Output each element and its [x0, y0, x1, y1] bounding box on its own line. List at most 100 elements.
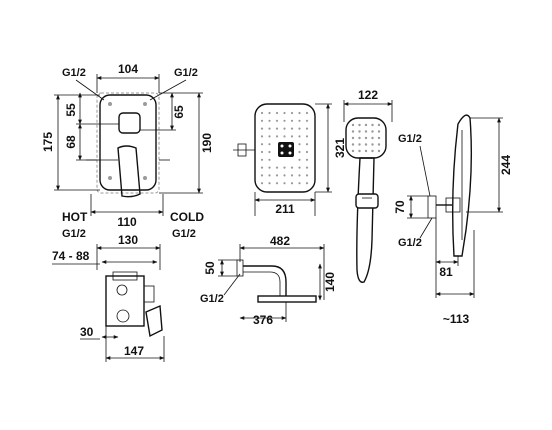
nozzle-dot: [275, 111, 279, 115]
nozzle-dot: [275, 166, 279, 169]
valve-mark: [108, 176, 112, 180]
cover-plate: [99, 94, 157, 191]
hand-nozzle-dot: [358, 130, 361, 133]
nozzle-dot: [298, 150, 301, 154]
hand-shower-handle: [356, 157, 375, 283]
nozzle-dot: [298, 111, 301, 115]
nozzle-dot: [268, 158, 271, 161]
hand-shower-view: 122: [343, 88, 393, 283]
hot-thread: G1/2: [62, 228, 86, 240]
dim-376: 376: [253, 313, 273, 327]
shower-head-center: [278, 142, 294, 157]
box-flange: [112, 271, 138, 281]
nozzle-dot: [305, 111, 309, 115]
hand-nozzle-dot: [377, 143, 381, 146]
valve-mark: [143, 176, 147, 180]
hand-nozzle-dot: [351, 130, 355, 133]
valve-mark: [143, 102, 147, 106]
nozzle-dot: [283, 111, 286, 115]
dim-113: ~113: [443, 312, 470, 326]
hand-nozzle-dot: [371, 149, 374, 153]
nozzle-dot: [298, 182, 301, 185]
nozzle-dot: [260, 135, 264, 138]
nozzle-dot: [290, 135, 294, 138]
dim-50: 50: [203, 261, 217, 275]
concealed-box-view: 130 74 - 88 30 147: [52, 233, 165, 362]
nozzle-dot: [275, 174, 279, 177]
dim-thread-right: G1/2: [174, 67, 198, 79]
dim-122: 122: [358, 88, 378, 102]
dim-70: 70: [393, 200, 407, 214]
dim-190: 190: [200, 133, 214, 153]
dim-211: 211: [275, 202, 295, 216]
nozzle-dot: [275, 182, 279, 185]
hand-nozzle-dot: [377, 130, 381, 133]
shower-arm-thread: G1/2: [200, 293, 224, 305]
nozzle-dot: [260, 166, 264, 169]
nozzle-dot: [290, 174, 294, 177]
dim-65: 65: [172, 105, 186, 119]
nozzle-dot: [305, 158, 309, 161]
holder-thread-bottom: G1/2: [398, 237, 422, 249]
nozzle-dot: [275, 127, 279, 130]
hand-nozzle-dot: [371, 130, 374, 133]
hand-nozzle-dot: [377, 123, 381, 127]
diverter-knob: [118, 112, 141, 134]
nozzle-dot: [268, 119, 271, 122]
nozzle-dot: [305, 174, 309, 177]
dim-104: 104: [118, 62, 138, 76]
nozzle-dot: [290, 166, 294, 169]
hot-label: HOT: [62, 210, 88, 224]
cold-label: COLD: [170, 210, 204, 224]
nozzle-dot: [268, 174, 271, 177]
dim-321: 321: [333, 138, 347, 158]
hand-nozzle-dot: [358, 143, 361, 146]
dim-55: 55: [64, 103, 78, 117]
box-lever: [145, 304, 163, 338]
nozzle-dot: [283, 166, 286, 169]
shower-arm: [243, 265, 287, 296]
nozzle-dot: [298, 174, 301, 177]
dim-74-88: 74 - 88: [52, 249, 90, 263]
hand-nozzle-dot: [371, 136, 374, 140]
nozzle-dot: [268, 166, 271, 169]
nozzle-dot: [283, 127, 286, 130]
nozzle-dot: [260, 127, 264, 130]
shower-nozzles: [260, 111, 309, 185]
hand-nozzle-dot: [364, 149, 368, 153]
cold-thread: G1/2: [172, 228, 196, 240]
nozzle-dot: [290, 119, 294, 122]
dim-140: 140: [323, 272, 337, 292]
hand-nozzle-dot: [358, 136, 361, 140]
nozzle-dot: [268, 127, 271, 130]
nozzle-dot: [268, 135, 271, 138]
dim-81: 81: [439, 265, 453, 279]
holder-thread-top: G1/2: [398, 133, 422, 145]
hand-nozzle-dot: [351, 149, 355, 153]
nozzle-dot: [305, 127, 309, 130]
nozzle-dot: [260, 150, 264, 154]
box-body: [105, 275, 145, 327]
nozzle-dot: [290, 111, 294, 115]
nozzle-dot: [305, 119, 309, 122]
nozzle-dot: [298, 127, 301, 130]
hand-nozzle-dot: [364, 130, 368, 133]
hand-nozzle-dot: [364, 136, 368, 140]
nozzle-dot: [268, 182, 271, 185]
mixer-front-view: 104 G1/2 G1/2 55 68 175 65 190: [41, 62, 214, 240]
nozzle-dot: [260, 174, 264, 177]
shower-head-connector: [237, 143, 247, 157]
nozzle-dot: [260, 158, 264, 161]
nozzle-dot: [283, 119, 286, 122]
box-port: [116, 309, 130, 323]
nozzle-dot: [305, 135, 309, 138]
nozzle-dot: [298, 135, 301, 138]
nozzle-dot: [298, 143, 301, 146]
hand-nozzle-dot: [371, 123, 374, 127]
nozzle-dot: [283, 174, 286, 177]
nozzle-dot: [290, 182, 294, 185]
shower-head-view: 321 211: [233, 103, 347, 216]
dim-68: 68: [64, 135, 78, 149]
nozzle-dot: [290, 127, 294, 130]
